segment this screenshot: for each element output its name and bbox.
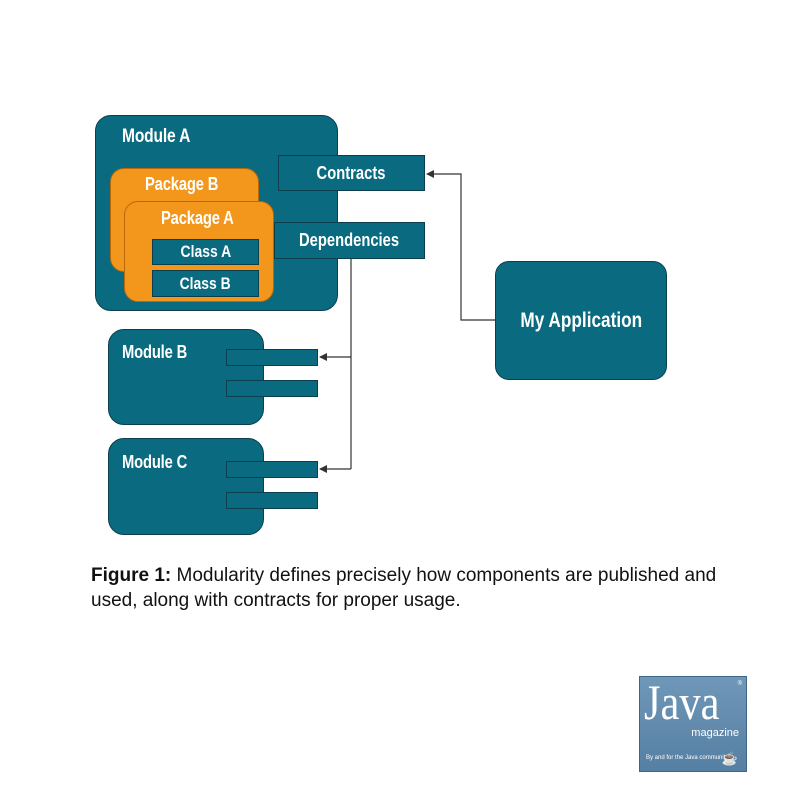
logo-tagline: By and for the Java community [646, 755, 729, 761]
dependencies-box: Dependencies [274, 222, 425, 259]
caption-text: Modularity defines precisely how compone… [91, 565, 717, 611]
module-a-label: Module A [122, 126, 191, 147]
module-c-box: Module C [108, 438, 264, 535]
class-a-label: Class A [180, 242, 231, 261]
logo-trademark: ® [737, 681, 742, 687]
logo-subtitle: magazine [691, 727, 739, 739]
module-b-box: Module B [108, 329, 264, 425]
dependencies-label: Dependencies [299, 230, 400, 250]
java-magazine-logo: Java ® magazine By and for the Java comm… [639, 674, 747, 772]
module-b-port-bottom [226, 380, 318, 397]
figure-caption: Figure 1: Modularity defines precisely h… [91, 563, 731, 613]
coffee-cup-icon: ☕ [721, 751, 738, 766]
module-c-port-top [226, 461, 318, 478]
class-b-label: Class B [179, 273, 232, 293]
package-b-label: Package B [145, 174, 219, 194]
module-b-label: Module B [122, 342, 188, 362]
contracts-label: Contracts [317, 162, 386, 183]
logo-title: Java [644, 674, 720, 730]
module-c-port-bottom [226, 492, 318, 509]
my-application-label: My Application [520, 308, 642, 332]
contracts-box: Contracts [278, 155, 425, 191]
module-c-label: Module C [122, 452, 188, 472]
app-to-contracts-connector [426, 170, 495, 321]
class-a-box: Class A [152, 239, 259, 265]
caption-prefix: Figure 1: [91, 565, 172, 586]
my-application-box: My Application [495, 261, 667, 380]
package-a-label: Package A [161, 208, 234, 228]
class-b-box: Class B [152, 270, 259, 297]
module-b-port-top [226, 349, 318, 366]
